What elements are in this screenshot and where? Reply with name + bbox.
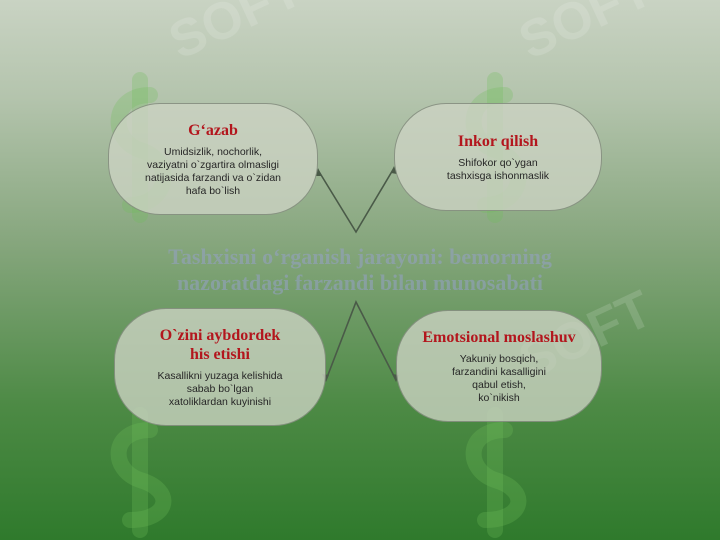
stage-card-gazab: G‘azab Umidsizlik, nochorlik, vaziyatni … [108,103,318,215]
stage-card-inkor-qilish: Inkor qilish Shifokor qo`ygan tashxisga … [394,103,602,211]
stage-title: G‘azab [188,121,238,139]
stage-description: Umidsizlik, nochorlik, vaziyatni o`zgart… [145,145,281,197]
stage-title: Emotsional moslashuv [422,328,576,346]
stage-title: Inkor qilish [457,132,539,150]
center-title: Tashxisni o‘rganish jarayoni: bemorning … [168,244,552,295]
stage-description: Yakuniy bosqich, farzandini kasalligini … [452,352,546,404]
connector-bottom [325,300,397,381]
stage-card-ozini-aybdordek: O`zini aybdordek his etishi Kasallikni y… [114,308,326,426]
watermark-logo-icon [465,407,527,538]
watermark-logo-icon [110,407,172,538]
stage-card-emotsional-moslashuv: Emotsional moslashuv Yakuniy bosqich, fa… [396,310,602,422]
connector-top [317,167,395,234]
stage-description: Shifokor qo`ygan tashxisga ishonmaslik [446,156,550,182]
stage-title: O`zini aybdordek his etishi [159,326,281,363]
stage-description: Kasallikni yuzaga kelishida sabab bo`lga… [157,369,283,408]
